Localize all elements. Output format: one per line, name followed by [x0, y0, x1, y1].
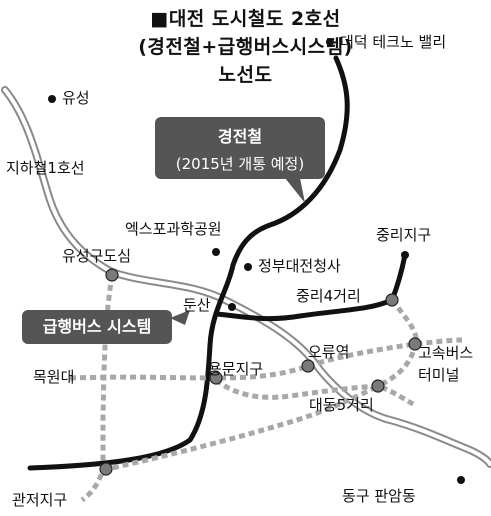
brt-line [69, 274, 463, 503]
dot-dong-gu-panam [457, 476, 465, 484]
title-line-2: (경전철+급행버스시스템) [138, 36, 353, 58]
station-express-terminal [408, 337, 422, 351]
title-line-3: 노선도 [218, 64, 273, 86]
dot-govt-complex [244, 263, 252, 271]
label-yongmun: 용문지구 [208, 360, 264, 378]
light-rail-line [27, 55, 408, 471]
light-rail-callout-name: 경전철 [217, 127, 263, 146]
station-oryu [301, 359, 315, 373]
title-line-1: ■대전 도시철도 2호선 [150, 8, 341, 30]
label-jungni-4: 중리4거리 [296, 287, 361, 305]
label-subway-line-1: 지하철1호선 [6, 159, 85, 177]
label-expo-park: 엑스포과학공원 [125, 220, 222, 238]
label-dunsan: 둔산 [183, 296, 211, 314]
station-gwanjeo [99, 462, 113, 476]
station-yongmun [209, 371, 223, 385]
light-rail-callout-pointer [285, 178, 305, 203]
stations [99, 268, 422, 476]
label-yuseong: 유성 [62, 89, 90, 107]
brt-callout-name: 급행버스 시스템 [42, 317, 152, 336]
label-govt-complex: 정부대전청사 [258, 257, 341, 275]
station-yuseong-downtown [105, 268, 119, 282]
label-jungni-district: 중리지구 [376, 226, 432, 244]
poi-dots [48, 38, 465, 484]
dot-yuseong [48, 95, 56, 103]
label-express-terminal-2: 터미널 [418, 366, 460, 384]
label-express-terminal-1: 고속버스 [418, 344, 474, 362]
station-daedong-5 [371, 379, 385, 393]
light-rail-callout: 경전철 (2015년 개통 예정) [155, 117, 325, 179]
label-oryu: 오류역 [308, 343, 350, 361]
station-jungni-4 [385, 293, 399, 307]
dot-jungni-district [401, 251, 409, 259]
brt-callout: 급행버스 시스템 [22, 310, 172, 344]
dot-daedeok [326, 38, 334, 46]
label-yuseong-downtown: 유성구도심 [62, 247, 132, 265]
dot-expo-park [212, 248, 220, 256]
dot-dunsan [228, 303, 236, 311]
light-rail-callout-note: (2015년 개통 예정) [175, 155, 305, 173]
label-daedeok: 대덕 테크노 밸리 [340, 33, 447, 51]
label-dong-gu-panam: 동구 판암동 [342, 487, 416, 505]
label-daedong-5: 대동5거리 [309, 396, 374, 414]
brt-callout-pointer [170, 310, 190, 325]
label-gwanjeo: 관저지구 [12, 491, 68, 509]
label-mokwondae: 목원대 [33, 368, 75, 386]
